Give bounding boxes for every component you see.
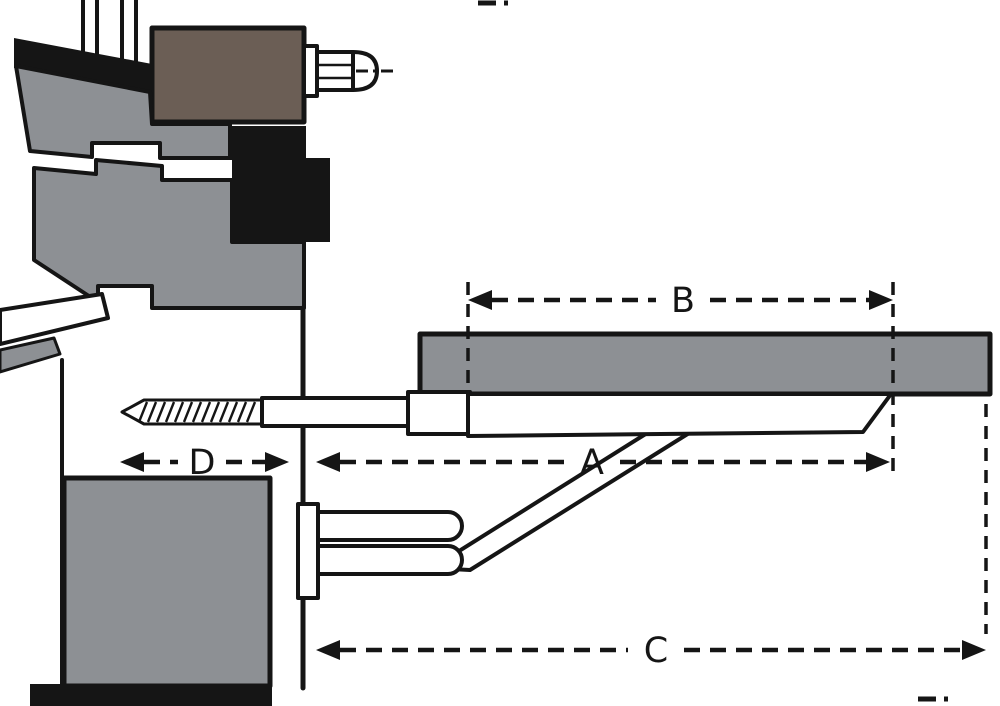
spacer-rod-lower (312, 544, 464, 576)
floor-band (30, 684, 272, 706)
dimension-c-arrow-left (316, 640, 340, 660)
sill-support-wedge (0, 336, 62, 374)
wall-base-block (61, 475, 273, 689)
dimension-d-arrow-right (265, 452, 289, 472)
dimension-a-arrow-right (866, 452, 890, 472)
screw-shaft (260, 396, 412, 428)
screw-thread-hatching (137, 401, 257, 423)
dimension-c-label: C (644, 631, 668, 671)
dimension-b-label: B (671, 281, 695, 321)
dimension-d-arrow-left (120, 452, 144, 472)
bracket-arm (466, 392, 893, 438)
dimension-d-label: D (189, 443, 216, 483)
dimension-b-arrow-left (468, 290, 492, 310)
bracket-strut (430, 428, 696, 572)
gasket-block (232, 158, 330, 242)
dimension-c-arrow-right (962, 640, 986, 660)
hex-bolt-head (315, 50, 355, 92)
wall-mount-plate (296, 502, 320, 600)
hardware-block (149, 25, 307, 125)
weatherstrip-band (14, 38, 152, 94)
frame-profile-upper (14, 64, 232, 160)
dimension-b-arrow-right (869, 290, 893, 310)
sill-board (0, 292, 110, 346)
screw-collar (406, 390, 472, 436)
gasket-strip (228, 126, 306, 160)
spacer-rod-upper (312, 510, 464, 542)
dimension-a-arrow-left (316, 452, 340, 472)
hex-bolt-facet-lines (317, 63, 353, 80)
bracket-top-bar (417, 331, 993, 397)
dimension-a-label: A (580, 443, 604, 483)
